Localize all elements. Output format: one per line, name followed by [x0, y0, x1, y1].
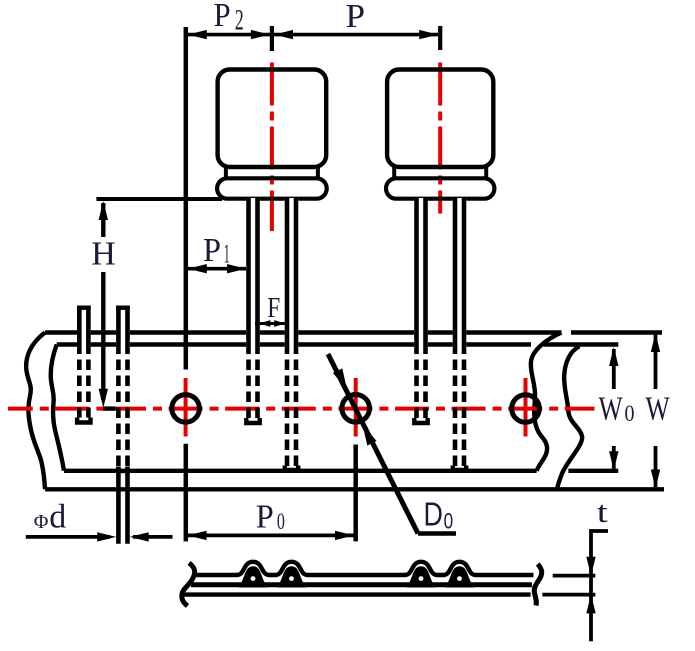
- svg-text:D: D: [424, 496, 443, 533]
- svg-text:1: 1: [224, 239, 230, 269]
- svg-text:H: H: [91, 236, 116, 273]
- svg-text:W: W: [646, 391, 671, 428]
- svg-text:P: P: [214, 0, 231, 34]
- svg-text:W: W: [599, 391, 624, 428]
- svg-text:t: t: [597, 494, 608, 529]
- svg-text:0: 0: [625, 401, 635, 426]
- svg-text:P: P: [346, 0, 366, 35]
- svg-text:P: P: [203, 232, 221, 269]
- svg-text:Φ: Φ: [34, 511, 49, 533]
- svg-text:d: d: [49, 499, 66, 536]
- svg-text:F: F: [267, 292, 280, 324]
- svg-text:0: 0: [444, 508, 454, 533]
- svg-text:P: P: [256, 499, 274, 536]
- svg-text:2: 2: [235, 3, 244, 36]
- svg-text:0: 0: [277, 509, 285, 534]
